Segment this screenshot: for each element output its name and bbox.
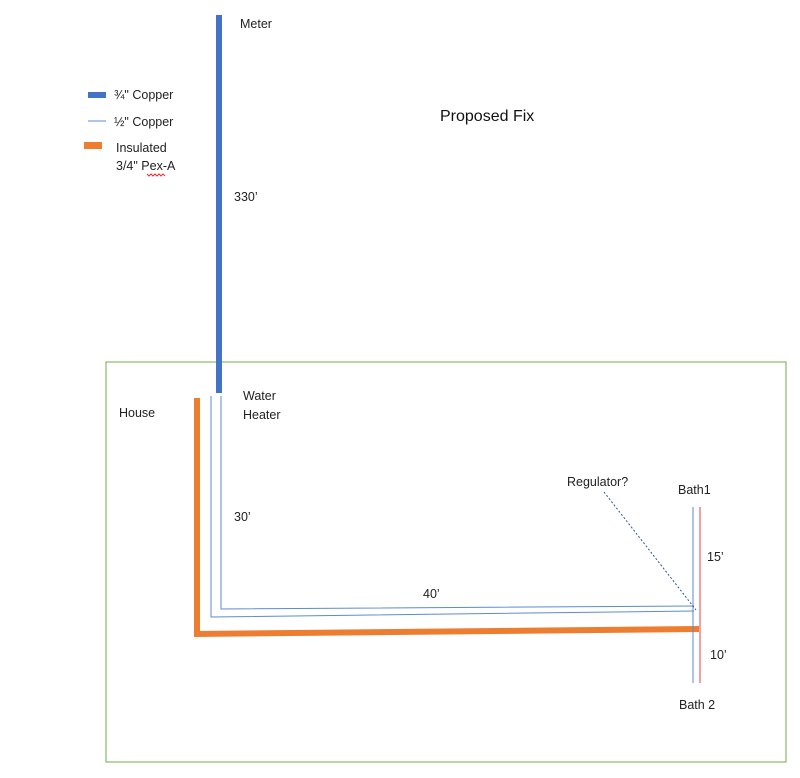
house-label: House xyxy=(119,406,155,420)
legend-swatch-three-quarter-copper xyxy=(88,92,106,98)
run-30-label: 30’ xyxy=(234,510,251,524)
regulator-label: Regulator? xyxy=(567,475,628,489)
water-heater-label-line2: Heater xyxy=(243,408,281,422)
meter-label: Meter xyxy=(240,17,272,31)
spellcheck-squiggle xyxy=(146,173,166,177)
legend: ¾" Copper ½" Copper Insulated 3/4" Pex-A xyxy=(84,88,176,177)
regulator-leader xyxy=(603,491,697,611)
water-heater-label-line1: Water xyxy=(243,389,276,403)
bath2-label: Bath 2 xyxy=(679,698,715,712)
bath1-label: Bath1 xyxy=(678,483,711,497)
insulated-pex-run xyxy=(194,398,700,638)
run-15-label: 15’ xyxy=(707,550,724,564)
legend-swatch-pex xyxy=(84,142,102,149)
house-outline xyxy=(105,361,787,763)
diagram-title: Proposed Fix xyxy=(440,108,534,125)
legend-label-pex-line2: 3/4" Pex-A xyxy=(116,159,176,173)
legend-label-half-copper: ½" Copper xyxy=(114,115,173,129)
legend-label-three-quarter-copper: ¾" Copper xyxy=(114,88,173,102)
half-copper-line-inner xyxy=(220,396,695,610)
run-40-label: 40’ xyxy=(423,587,440,601)
half-copper-line-outer xyxy=(210,396,695,618)
run-10-label: 10’ xyxy=(710,648,727,662)
run-330-label: 330’ xyxy=(234,190,258,204)
legend-label-pex-line1: Insulated xyxy=(116,141,167,155)
